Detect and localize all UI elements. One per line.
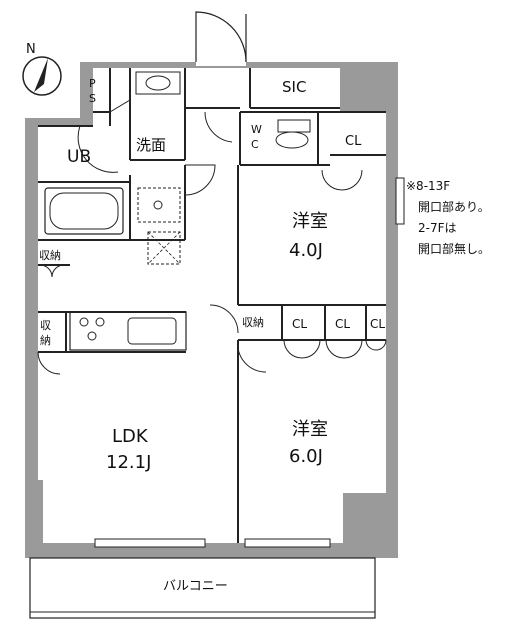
entrance-door [195, 11, 247, 66]
washing-machine-pan [137, 187, 181, 223]
sic-label: SIC [282, 78, 306, 96]
note-line: 2-7Fは [418, 221, 457, 235]
room-6j-name: 洋室 [292, 419, 328, 440]
toilet [275, 119, 311, 149]
room-4j-name: 洋室 [292, 211, 328, 232]
unit-bath-label: UB [67, 147, 91, 167]
washbasin [135, 71, 181, 95]
room-6j-size: 6.0J [289, 446, 323, 467]
closet-label: CL [370, 317, 385, 331]
opening-note: ※8-13F 開口部あり。 2-7Fは 開口部無し。 [406, 179, 490, 256]
storage-2-label-b: 納 [40, 334, 51, 347]
closet-top-label: CL [345, 134, 362, 149]
ldk-size: 12.1J [106, 452, 151, 473]
door-swings [37, 99, 387, 375]
kitchen-sink [127, 317, 177, 345]
closet-label: CL [292, 317, 307, 331]
closet-label: CL [335, 317, 350, 331]
ps-label-s: S [89, 92, 96, 105]
kitchen-counter [69, 311, 187, 351]
note-line: 開口部無し。 [418, 241, 490, 256]
compass-circle [22, 56, 62, 96]
column-top-right [340, 62, 398, 112]
stove-burner-icon [95, 317, 105, 327]
ps-label-p: P [89, 77, 96, 90]
compass: N [22, 42, 62, 96]
column-bottom-left [25, 480, 43, 558]
storage-2-label-a: 収 [40, 319, 51, 332]
toilet-label-w: W [251, 123, 262, 136]
note-line: 開口部あり。 [418, 199, 490, 214]
bathtub [44, 187, 124, 235]
compass-label: N [26, 42, 36, 57]
stove-burner-icon [79, 317, 89, 327]
toilet-label-c: C [251, 138, 259, 151]
washroom-label: 洗面 [136, 136, 166, 154]
storage-3-label: 収納 [242, 316, 264, 329]
room-4j-size: 4.0J [289, 240, 323, 261]
fridge-space [147, 231, 181, 265]
note-line: ※8-13F [406, 179, 450, 193]
stove-burner-icon [87, 331, 97, 341]
windows [94, 177, 405, 548]
compass-needle-icon [34, 58, 48, 92]
balcony-label: バルコニー [163, 579, 228, 594]
column-bottom-right [343, 493, 398, 558]
exterior-walls [25, 62, 398, 558]
storage-1-label: 収納 [39, 249, 61, 262]
ldk-name: LDK [112, 426, 149, 447]
balcony [29, 557, 376, 619]
